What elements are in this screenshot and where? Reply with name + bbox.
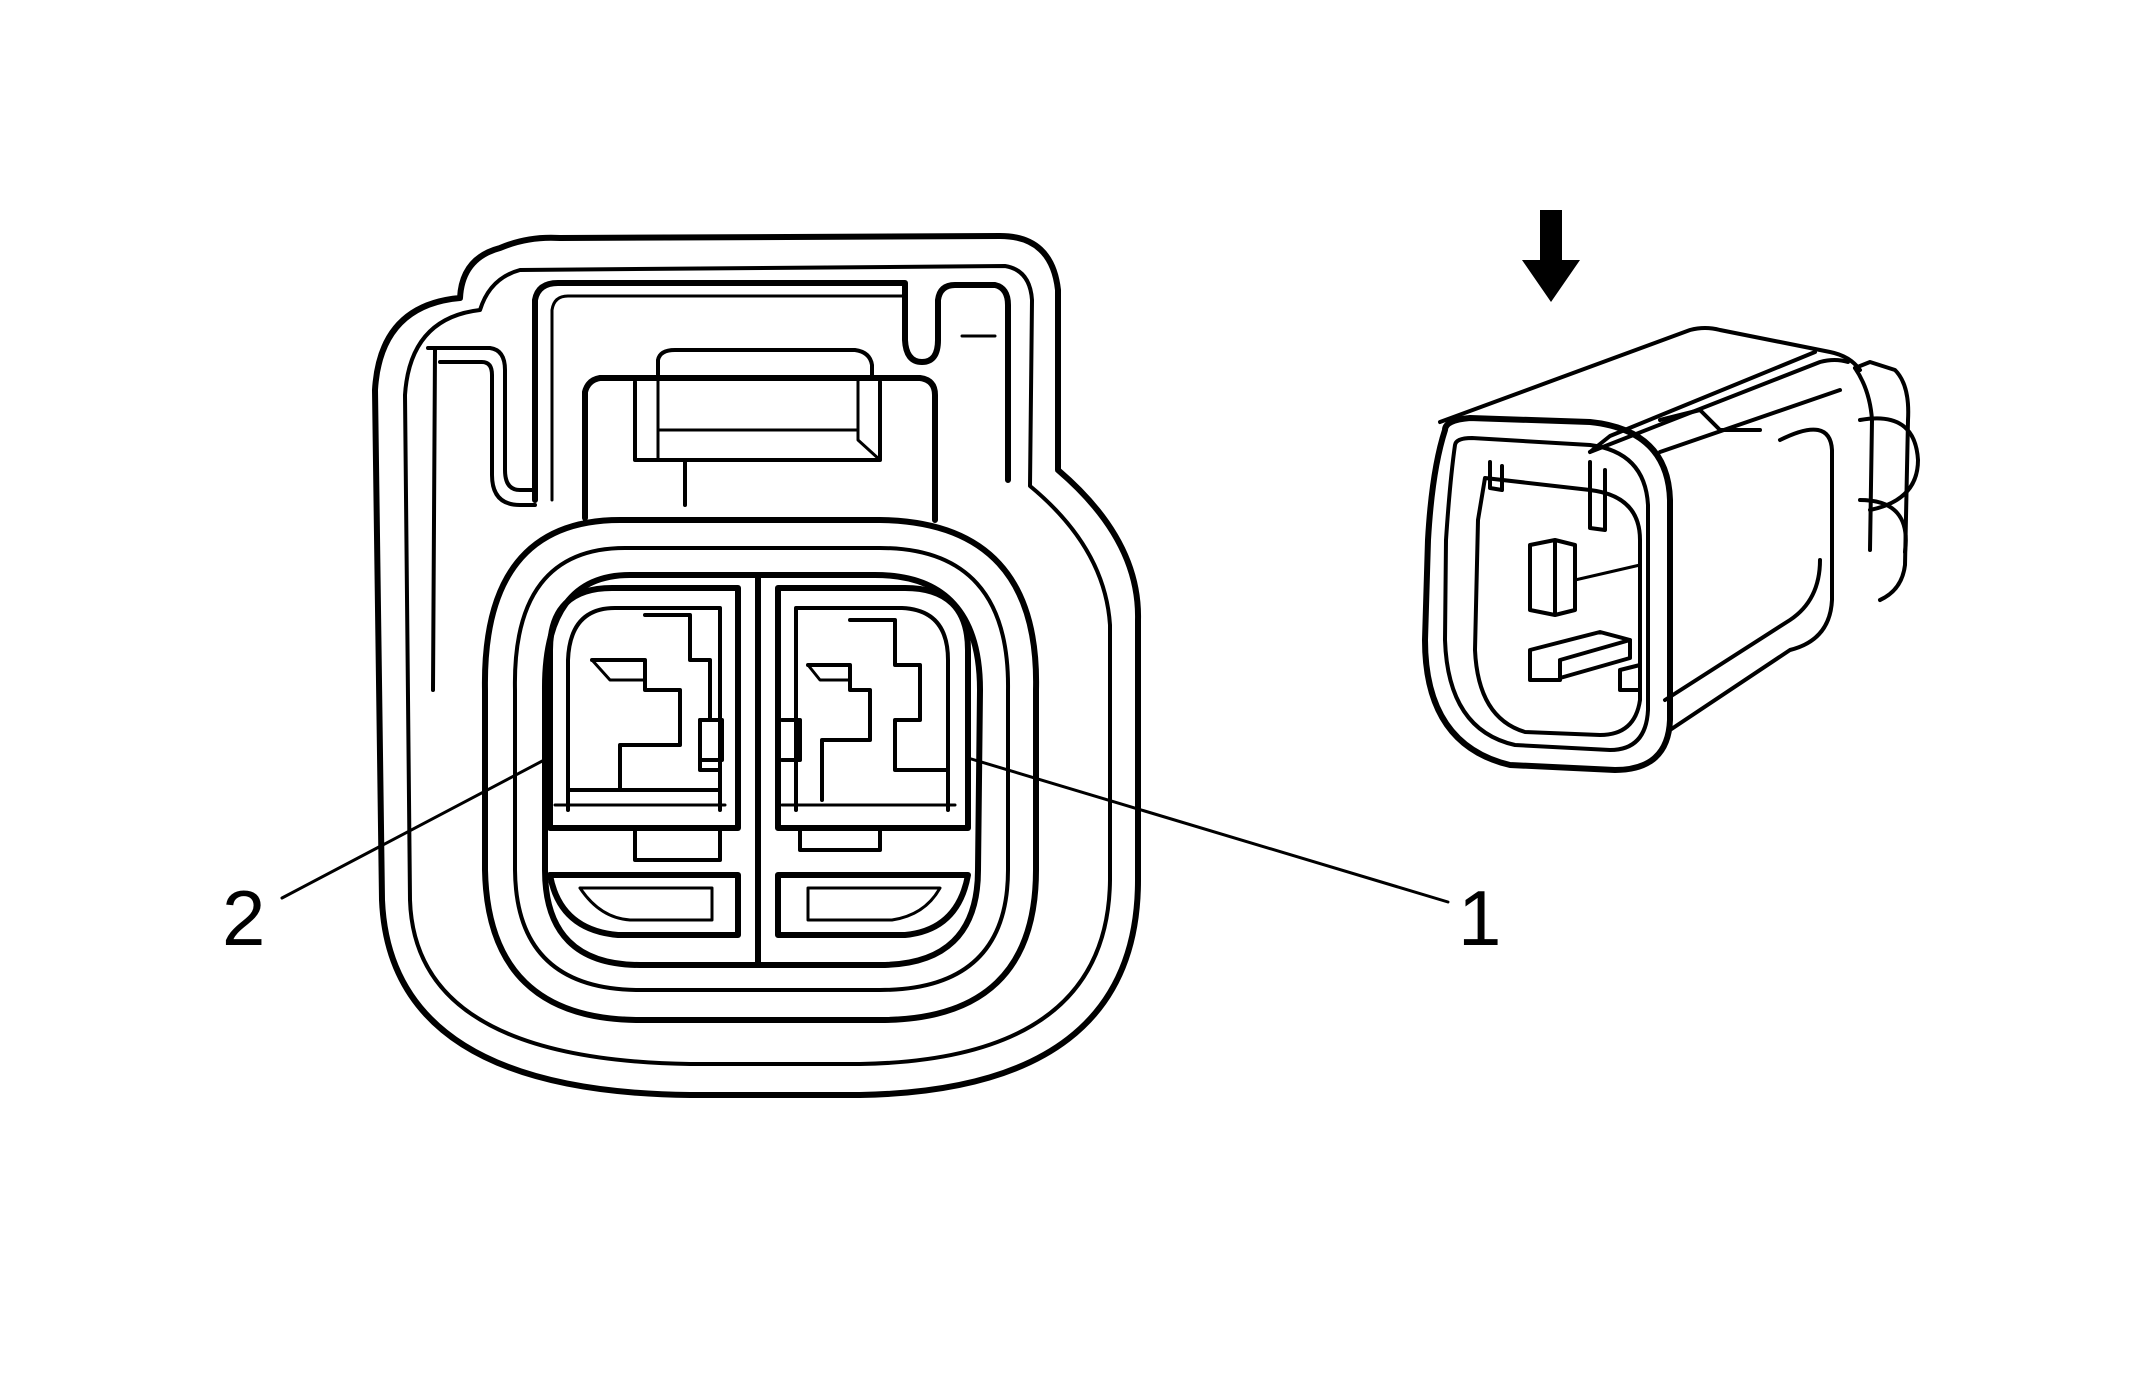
lock-tab-face [633, 380, 882, 462]
housing-outer-outline [372, 233, 1142, 1098]
lock-frame [532, 280, 1011, 503]
iso-cavity-divider [1573, 563, 1642, 582]
left-latch-arm [426, 346, 537, 492]
cavity-inner-ring [541, 572, 983, 968]
iso-body-side [1668, 427, 1834, 732]
terminal-2-blade [566, 613, 722, 792]
callout-1-leader [966, 756, 1450, 904]
iso-terminal-block-upper [1528, 538, 1577, 617]
terminal-2-bevel [590, 658, 647, 682]
iso-front-face-outer [1422, 415, 1673, 773]
terminal-2-base [633, 826, 722, 862]
callout-2-label: 2 [222, 874, 265, 962]
lock-frame-inner [550, 294, 907, 502]
cavity-2-outline [547, 585, 741, 831]
iso-lock-ramp [1658, 408, 1762, 432]
terminal-2-body [590, 658, 682, 792]
left-latch-arm-inner [438, 360, 537, 507]
iso-rear-flange [1853, 360, 1911, 602]
iso-rear-flange-edge [1853, 366, 1874, 552]
terminal-1-blade [848, 618, 950, 772]
cavity-mid-ring [512, 546, 1011, 992]
iso-body-bottom [1663, 558, 1822, 702]
iso-wire-seal [1858, 416, 1920, 554]
callout-1-label: 1 [1458, 874, 1501, 962]
key-slot-left [547, 872, 741, 938]
terminal-1-body [806, 663, 872, 802]
lock-tab-lower [583, 458, 937, 522]
terminal-1-tab [780, 718, 802, 762]
housing-inner-outline [403, 264, 1112, 1066]
iso-front-opening [1473, 476, 1642, 737]
terminal-1-bevel [806, 663, 852, 682]
connector-face-view: 2 1 [222, 233, 1501, 1098]
left-latch-post [431, 348, 437, 692]
key-slot-left-inner [578, 886, 714, 922]
lock-tab-ridge-right [856, 378, 882, 462]
lock-tab-top [656, 348, 874, 380]
key-slot-right-inner [806, 886, 942, 922]
callout-2-leader [280, 756, 550, 900]
terminal-1-base [798, 826, 882, 852]
terminal-2-tab [698, 718, 724, 762]
down-arrow-icon [1522, 210, 1580, 302]
iso-body-top-edge [1588, 358, 1850, 454]
cavity-1-inner [794, 606, 950, 812]
key-slot-right [775, 872, 971, 938]
iso-terminal-block-lower [1528, 630, 1632, 682]
iso-terminal-pin-right [1618, 663, 1642, 692]
iso-body-top [1438, 326, 1862, 424]
connector-isometric-view [1422, 210, 1920, 773]
cavity-outer-ring [481, 517, 1040, 1023]
lock-tab-block [582, 375, 938, 523]
iso-front-face-inner [1443, 436, 1650, 752]
cavity-1-outline [775, 585, 971, 831]
iso-latch-notch [1488, 460, 1607, 532]
cavity-2-inner [566, 606, 722, 812]
